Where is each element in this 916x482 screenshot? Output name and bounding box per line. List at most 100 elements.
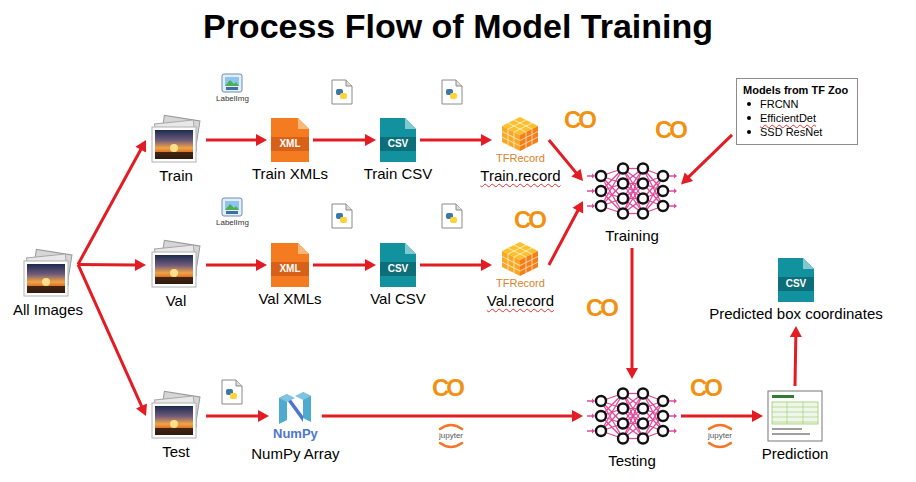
list-item: FRCNN [760,97,799,111]
bullet-dot [747,116,751,120]
jupyter-arcs [440,425,731,447]
icon-part [596,411,606,421]
flow-arrow [78,264,147,416]
flow-arrow [549,201,583,265]
flow-arrow [78,259,146,271]
arrow-head [256,134,267,146]
list-row: EfficientDet [743,111,848,125]
icon-part [520,129,538,148]
node-caption: Train CSV [364,165,433,182]
icon-part [587,430,592,432]
node-caption: All Images [13,301,83,318]
icon-part [658,396,668,406]
node-caption: Predicted box coordinates [709,305,882,322]
image-stack-icon [150,116,202,164]
icon-text: XML [279,138,300,150]
arrow-line [206,415,259,418]
icon-part [155,255,193,284]
arrow-head [135,259,146,271]
arrow-line [206,139,257,142]
flow-arrow [420,134,492,146]
icon-part [380,137,416,151]
neural-network: Testing [587,383,677,449]
icon-part [669,400,674,402]
arrow-line [688,135,732,177]
xml-file: XMLVal XMLs [271,243,309,287]
icon-part [155,406,193,435]
icon-part [596,171,606,181]
labelimg-icon [222,74,242,92]
icon-text: TFRecord [496,277,545,289]
node-caption: Training [605,227,659,244]
icon-part [520,126,538,151]
icon-part [601,394,663,439]
icon-text: XML [279,263,300,275]
icon-part [623,394,643,439]
icon-part [674,174,677,179]
icon-part [152,252,196,287]
icon-part [638,194,648,204]
icon-part [279,394,295,402]
tfrecord-cube-icon [500,241,540,277]
icon-part [592,189,595,194]
icon-part [674,429,677,434]
icon-part [623,169,643,214]
arrow-head [571,169,583,181]
icon-part [669,175,674,177]
icon-part [674,414,677,419]
image-stack: All Images [22,250,74,298]
flow-arrow [681,135,732,184]
numpy-array: NumPyNumPy Array [273,390,318,442]
icon-part [778,277,814,291]
python-script-icon [332,80,352,104]
icon-part [772,407,818,408]
flow-arrow [626,248,638,379]
jupyter-logo: jupyter [708,431,732,441]
flow-arrow [681,410,763,422]
arrow-head [790,326,802,337]
numpy-logo-icon [275,390,315,426]
flow-arrow [206,259,267,271]
flow-arrow [322,410,583,422]
icon-part [669,205,674,207]
node-caption: Prediction [762,445,829,462]
icon-part [502,251,520,276]
icon-part [772,402,818,424]
arrow-head [258,410,269,422]
icon-part [380,118,416,162]
node-caption: Train.record [480,167,560,184]
icon-part [295,392,311,400]
icon-part [638,389,648,399]
prediction-sheet: Prediction [767,390,823,442]
flow-arrow [790,326,802,386]
colab-logo: CO [564,106,594,134]
icon-part [638,164,648,174]
icon-part [674,189,677,194]
icon-part [618,389,628,399]
icon-part [155,152,193,159]
arrow-line [794,336,798,386]
list-item: EfficientDet [760,111,816,125]
node-caption: Val XMLs [258,290,321,307]
icon-part [170,420,178,428]
csv-file: CSVVal CSV [380,243,416,287]
arrow-head [681,172,693,184]
icon-part [27,286,65,293]
arrow-head [481,134,492,146]
icon-part [772,428,802,430]
icon-part [596,201,606,211]
xml-file: XMLTrain XMLs [271,118,309,162]
tfrecord-file: TFRecordTrain.record [496,116,545,164]
flow-arrow [313,259,376,271]
icon-part [638,434,648,444]
icon-part [658,201,668,211]
icon-part [618,419,628,429]
icon-part [596,426,606,436]
icon-part [669,190,674,192]
icon-part [618,434,628,444]
icon-text: CSV [388,263,409,275]
arrow-head [135,140,146,153]
icon-part [669,430,674,432]
icon-part [502,129,520,148]
list-item: SSD ResNet [760,125,822,139]
